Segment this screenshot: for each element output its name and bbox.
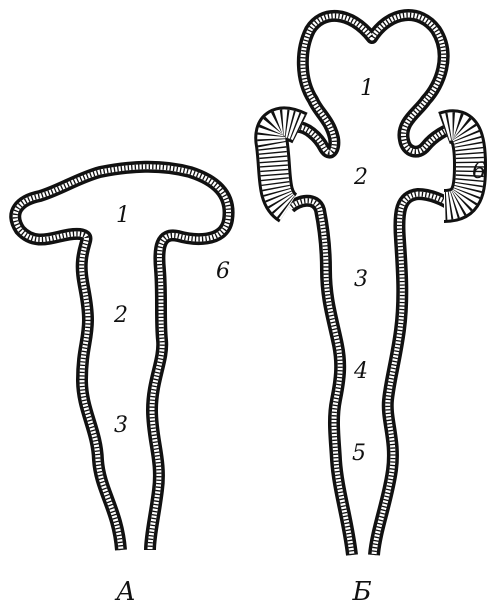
panel-b-label-1: 1	[360, 76, 374, 101]
panel-b-label-4: 4	[353, 359, 368, 384]
panel-b-label-6: 6	[472, 159, 486, 184]
panel-b-label-2: 2	[353, 165, 368, 190]
panel-b-label-3: 3	[354, 267, 368, 292]
panel-b-label-5: 5	[352, 441, 366, 466]
panel-a-label-6: 6	[216, 259, 230, 284]
panel-b-caption: Б	[351, 577, 371, 607]
panel-a-label-1: 1	[116, 203, 130, 228]
panel-b-optic-vesicle-right	[444, 126, 470, 206]
panel-a-label-2: 2	[113, 303, 128, 328]
panel-a-caption: А	[114, 577, 136, 607]
panel-a-label-3: 3	[114, 413, 128, 438]
panel-b-optic-vesicle-left	[271, 123, 300, 208]
